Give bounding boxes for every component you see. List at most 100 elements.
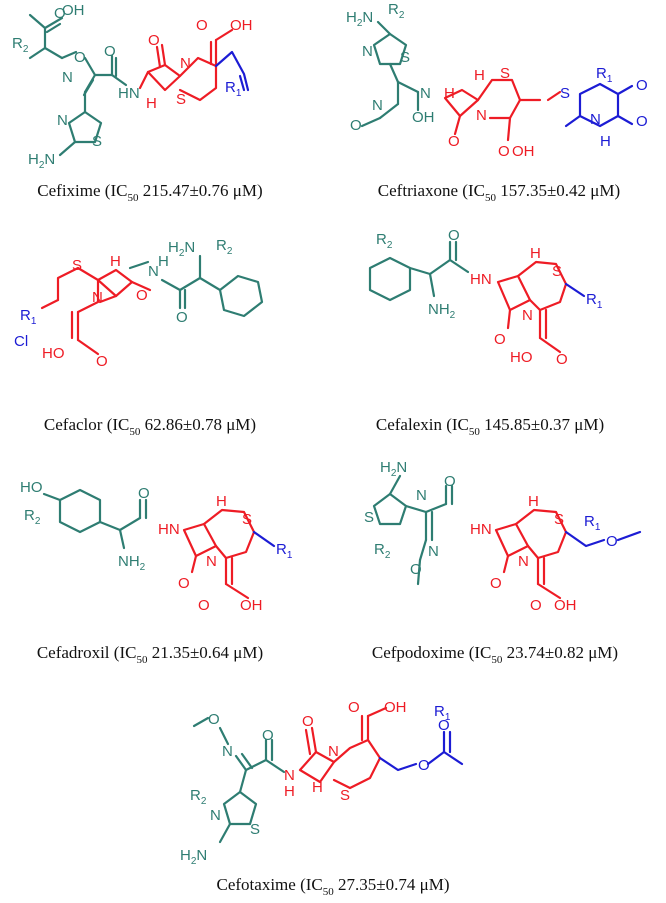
atom-label: O bbox=[444, 473, 456, 490]
atom-label: S bbox=[552, 263, 562, 280]
atom-label: N bbox=[522, 307, 533, 324]
atom-label: O bbox=[448, 227, 460, 244]
atom-label: O bbox=[176, 309, 188, 326]
atom-label: N bbox=[590, 111, 601, 128]
atom-label: O bbox=[438, 717, 450, 734]
atom-label: OH bbox=[62, 2, 85, 19]
atom-label: H bbox=[110, 253, 121, 270]
atom-label: HO bbox=[42, 345, 65, 362]
atom-label: N bbox=[210, 807, 221, 824]
r1-label: R1 bbox=[584, 513, 601, 533]
r2-label: R2 bbox=[376, 231, 393, 251]
caption-cefadroxil: Cefadroxil (IC50 21.35±0.64 μM) bbox=[37, 643, 263, 666]
caption-cefotaxime: Cefotaxime (IC50 27.35±0.74 μM) bbox=[217, 875, 450, 898]
atom-label: N bbox=[518, 553, 529, 570]
atom-label: S bbox=[500, 65, 510, 82]
atom-label: S bbox=[176, 91, 186, 108]
atom-label: O bbox=[556, 351, 568, 368]
atom-label: O bbox=[530, 597, 542, 614]
caption-cefaclor: Cefaclor (IC50 62.86±0.78 μM) bbox=[44, 415, 256, 438]
atom-label: O bbox=[410, 561, 422, 578]
atom-label: H bbox=[444, 85, 455, 102]
atom-label: O bbox=[96, 353, 108, 370]
atom-label: N bbox=[428, 543, 439, 560]
atom-label: S bbox=[340, 787, 350, 804]
atom-label: HN bbox=[118, 85, 140, 102]
structure-cefixime: O OH R2 O N O N S H2N HN O N O OH H S R1… bbox=[12, 2, 263, 204]
atom-label: OH bbox=[554, 597, 577, 614]
atom-label: O bbox=[636, 77, 648, 94]
atom-label: H2N bbox=[180, 847, 207, 867]
atom-label: O bbox=[302, 713, 314, 730]
atom-label: S bbox=[72, 257, 82, 274]
atom-label: S bbox=[242, 511, 252, 528]
atom-label: S bbox=[92, 133, 102, 150]
r1-label: R1 bbox=[434, 703, 451, 723]
atom-label: Cl bbox=[14, 333, 28, 350]
atom-label: N bbox=[62, 69, 73, 86]
structure-cefadroxil: HO O R2 NH2 HN H S N O O OH R1 Cefadroxi… bbox=[20, 479, 293, 666]
caption-cefpodoxime: Cefpodoxime (IC50 23.74±0.82 μM) bbox=[372, 643, 618, 666]
caption-cefalexin: Cefalexin (IC50 145.85±0.37 μM) bbox=[376, 415, 604, 438]
atom-label: S bbox=[250, 821, 260, 838]
atom-label: O bbox=[148, 32, 160, 49]
atom-label: HO bbox=[510, 349, 533, 366]
atom-label: N bbox=[222, 743, 233, 760]
atom-label: O bbox=[208, 711, 220, 728]
atom-label: NH2 bbox=[118, 553, 146, 573]
r2-label: R2 bbox=[24, 507, 41, 527]
atom-label: H bbox=[530, 245, 541, 262]
caption-cefixime: Cefixime (IC50 215.47±0.76 μM) bbox=[37, 181, 262, 204]
atom-label: N bbox=[206, 553, 217, 570]
atom-label: S bbox=[364, 509, 374, 526]
atom-label: S bbox=[400, 49, 410, 66]
atom-label: O bbox=[418, 757, 430, 774]
atom-label: O bbox=[54, 5, 66, 22]
atom-label: OH bbox=[512, 143, 535, 160]
atom-label: HN bbox=[470, 521, 492, 538]
atom-label: NH2 bbox=[428, 301, 456, 321]
atom-label: N bbox=[416, 487, 427, 504]
atom-label: OH bbox=[230, 17, 253, 34]
atom-label: O bbox=[262, 727, 274, 744]
atom-label: O bbox=[348, 699, 360, 716]
atom-label: S bbox=[554, 511, 564, 528]
atom-label: O bbox=[490, 575, 502, 592]
r1-label: R1 bbox=[20, 307, 37, 327]
atom-label: H bbox=[528, 493, 539, 510]
structure-ceftriaxone: H2N R2 N S N O OH N H S N O O OH H S R1 … bbox=[346, 1, 648, 204]
atom-label: O bbox=[136, 287, 148, 304]
atom-label: H bbox=[284, 783, 295, 800]
r1-label: R1 bbox=[596, 65, 613, 85]
atom-label: H bbox=[146, 95, 157, 112]
r2-label: R2 bbox=[12, 35, 29, 55]
atom-label: O bbox=[178, 575, 190, 592]
atom-label: N bbox=[148, 263, 159, 280]
atom-label: O bbox=[498, 143, 510, 160]
atom-label: O bbox=[350, 117, 362, 134]
atom-label: HN bbox=[158, 521, 180, 538]
atom-label: O bbox=[636, 113, 648, 130]
atom-label: O bbox=[74, 49, 86, 66]
atom-label: N bbox=[420, 85, 431, 102]
r2-label: R2 bbox=[374, 541, 391, 561]
atom-label: O bbox=[138, 485, 150, 502]
atom-label: H2N bbox=[28, 151, 55, 171]
structure-cefotaxime: O N O R2 N S H2N N H O N O OH H S bbox=[180, 699, 464, 898]
atom-label: N bbox=[372, 97, 383, 114]
caption-ceftriaxone: Ceftriaxone (IC50 157.35±0.42 μM) bbox=[378, 181, 620, 204]
atom-label: OH bbox=[240, 597, 263, 614]
atom-label: N bbox=[180, 55, 191, 72]
atom-label: O bbox=[606, 533, 618, 550]
atom-label: O bbox=[196, 17, 208, 34]
atom-label: H bbox=[216, 493, 227, 510]
atom-label: N bbox=[328, 743, 339, 760]
atom-label: OH bbox=[384, 699, 407, 716]
atom-label: O bbox=[198, 597, 210, 614]
atom-label: S bbox=[560, 85, 570, 102]
atom-label: N bbox=[284, 767, 295, 784]
r2-label: R2 bbox=[388, 1, 405, 21]
atom-label: H2N bbox=[380, 459, 407, 479]
atom-label: O bbox=[104, 43, 116, 60]
structure-cefaclor: S H N O HO O R1 Cl N H O H2N R2 Cefaclor… bbox=[14, 237, 264, 438]
